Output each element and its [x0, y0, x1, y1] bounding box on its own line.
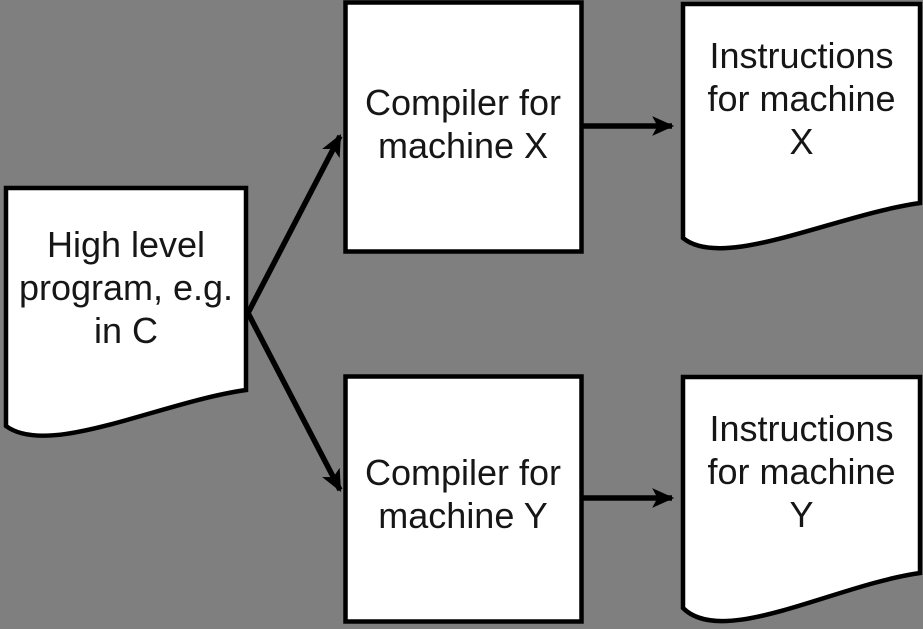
compiler-y-shape [343, 374, 584, 624]
instructions-y-shape [680, 374, 923, 624]
arrow-highlevel-to-compiler-y [245, 311, 343, 492]
compiler-x-shape [343, 0, 584, 254]
instructions-x-shape [680, 1, 923, 251]
high-level-program-shape [3, 185, 249, 438]
arrow-highlevel-to-compiler-x [245, 134, 343, 315]
